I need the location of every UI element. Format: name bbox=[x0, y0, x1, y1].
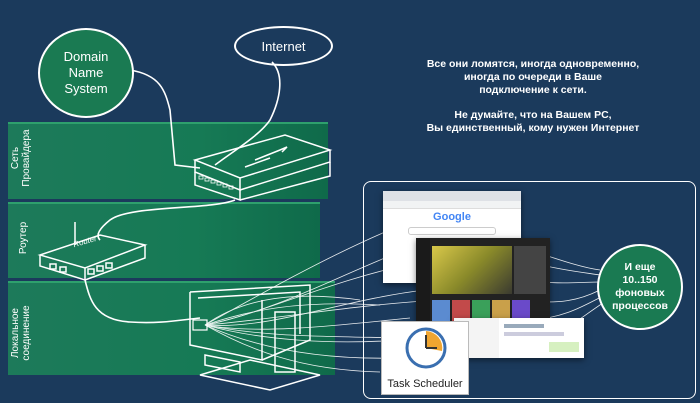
clock-icon bbox=[405, 327, 447, 369]
task-scheduler-label: Task Scheduler bbox=[387, 378, 463, 390]
router-icon bbox=[37, 222, 148, 282]
provider-network-band bbox=[8, 122, 328, 199]
background-processes-bubble: И еще 10..150 фоновых процессов bbox=[597, 244, 683, 330]
note-line-4: Не думайте, что на Вашем PC, bbox=[454, 109, 612, 121]
messenger-window bbox=[454, 318, 584, 358]
note-line-2: иногда по очереди в Ваше bbox=[463, 71, 603, 83]
switch-icon bbox=[192, 134, 333, 202]
note-line-3: подключение к сети. bbox=[479, 84, 587, 96]
note-line-1: Все они ломятся, иногда одновременно, bbox=[426, 58, 640, 70]
monitor-icon bbox=[189, 284, 321, 391]
applications-frame bbox=[363, 181, 696, 399]
note-line-5: Вы единственный, кому нужен Интернет bbox=[426, 122, 640, 134]
dns-bubble: Domain Name System bbox=[38, 28, 134, 118]
local-connection-band bbox=[8, 281, 335, 375]
internet-bubble: Internet bbox=[234, 26, 333, 66]
explanation-note: Все они ломятся, иногда одновременно, ин… bbox=[408, 58, 658, 135]
router-band bbox=[8, 202, 320, 278]
media-app-window bbox=[416, 238, 550, 330]
google-logo: Google bbox=[433, 211, 471, 223]
task-scheduler-window: Task Scheduler bbox=[381, 321, 469, 395]
